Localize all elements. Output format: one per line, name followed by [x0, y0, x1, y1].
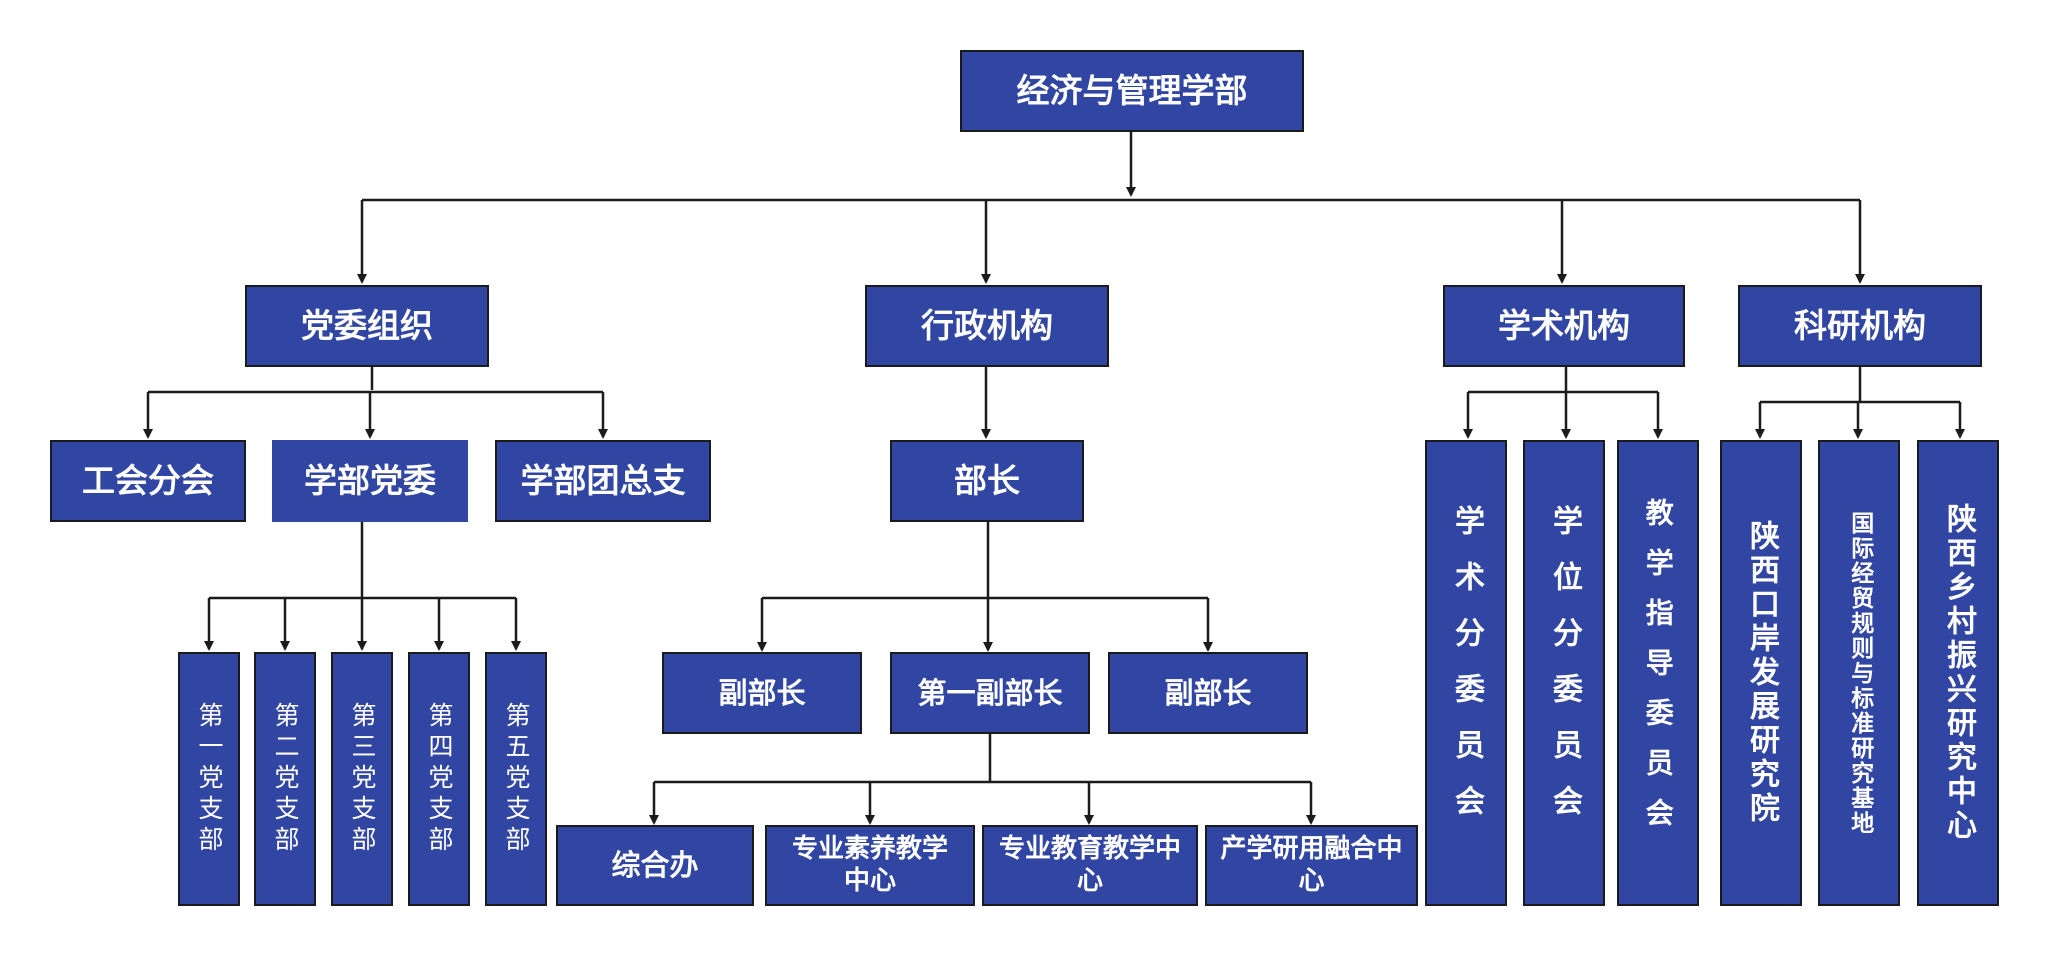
teaching-guidance-committee-node: 教学指导委员会 — [1617, 440, 1699, 906]
literacy-teaching-center-node: 专业素养教学中心 — [765, 825, 975, 906]
party-branch-1: 第一党支部 — [178, 652, 240, 906]
academic-subcommittee-node: 学术分委员会 — [1425, 440, 1507, 906]
admin-org-node: 行政机构 — [865, 285, 1109, 367]
party-branch-3: 第三党支部 — [331, 652, 393, 906]
professional-teaching-center-node: 专业教育教学中心 — [982, 825, 1198, 906]
trade-rules-standards-base-node: 国际经贸规则与标准研究基地 — [1818, 440, 1900, 906]
research-org-node: 科研机构 — [1738, 285, 1982, 367]
party-branch-2: 第二党支部 — [254, 652, 316, 906]
industry-research-center-node: 产学研用融合中心 — [1205, 825, 1418, 906]
degree-subcommittee-node: 学位分委员会 — [1523, 440, 1605, 906]
director-node: 部长 — [890, 440, 1084, 522]
rural-revitalization-center-node: 陕西乡村振兴研究中心 — [1917, 440, 1999, 906]
party-branch-5: 第五党支部 — [485, 652, 547, 906]
general-office-node: 综合办 — [556, 825, 754, 906]
first-deputy-director-node: 第一副部长 — [890, 652, 1090, 734]
deputy-director-left-node: 副部长 — [662, 652, 862, 734]
youth-league-node: 学部团总支 — [495, 440, 711, 522]
root-node: 经济与管理学部 — [960, 50, 1304, 132]
party-org-node: 党委组织 — [245, 285, 489, 367]
deputy-director-right-node: 副部长 — [1108, 652, 1308, 734]
academic-org-node: 学术机构 — [1443, 285, 1685, 367]
union-branch-node: 工会分会 — [50, 440, 246, 522]
party-committee-node: 学部党委 — [272, 440, 468, 522]
party-branch-4: 第四党支部 — [408, 652, 470, 906]
shaanxi-port-institute-node: 陕西口岸发展研究院 — [1720, 440, 1802, 906]
